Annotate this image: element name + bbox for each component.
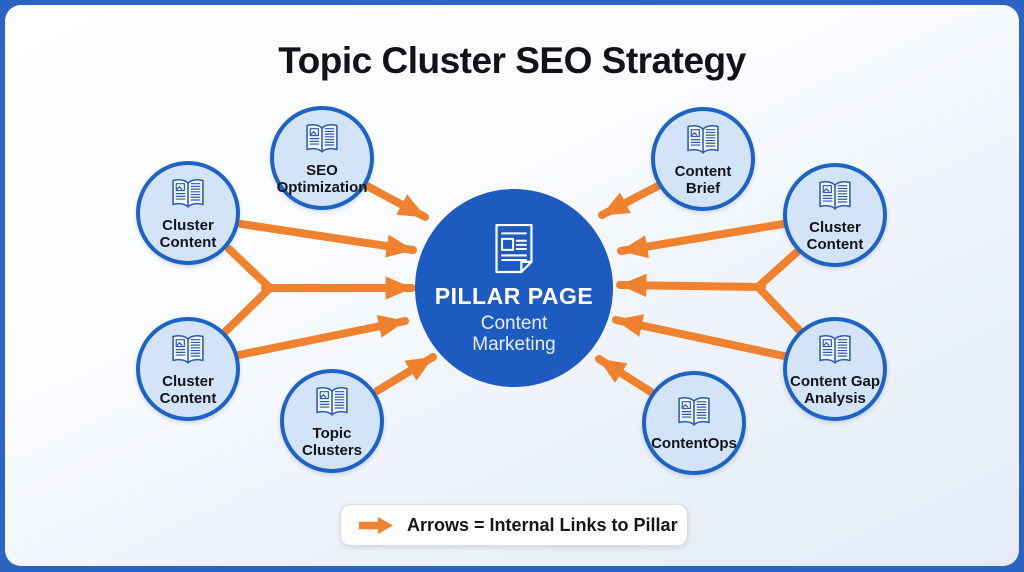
arrow-right-icon	[357, 515, 395, 536]
node-label: Cluster Content	[159, 216, 217, 251]
open-book-icon	[813, 178, 857, 216]
node-content-gap-analysis: Content Gap Analysis	[783, 317, 887, 421]
open-book-icon	[300, 121, 344, 159]
open-book-icon	[681, 122, 725, 160]
node-contentops: ContentOps	[642, 371, 746, 475]
node-label: SEO Optimization	[276, 161, 368, 196]
open-book-icon	[813, 332, 857, 370]
open-book-icon	[672, 394, 716, 432]
node-topic-clusters: Topic Clusters	[280, 369, 384, 473]
node-cluster-content-bottom-left: Cluster Content	[136, 317, 240, 421]
legend-text: Arrows = Internal Links to Pillar	[407, 514, 678, 535]
open-book-icon	[166, 176, 210, 214]
node-content-brief: Content Brief	[651, 107, 755, 211]
node-label: Cluster Content	[159, 372, 217, 407]
node-label: Content Brief	[674, 162, 732, 197]
open-book-icon	[166, 332, 210, 370]
document-page-icon	[491, 222, 537, 276]
node-cluster-content-right: Cluster Content	[783, 163, 887, 267]
node-label: ContentOps	[651, 435, 737, 452]
page-title: Topic Cluster SEO Strategy	[278, 40, 746, 81]
right-arrows-group	[595, 182, 803, 396]
node-seo-optimization: SEO Optimization	[270, 106, 374, 210]
legend: Arrows = Internal Links to Pillar	[340, 504, 688, 546]
pillar-title: PILLAR PAGE	[434, 282, 594, 309]
pillar-subtitle: Content Marketing	[472, 312, 556, 355]
node-label: Topic Clusters	[301, 424, 363, 459]
pillar-page-node: PILLAR PAGE Content Marketing	[415, 189, 613, 387]
left-arrows-group	[222, 182, 437, 395]
node-cluster-content-top-left: Cluster Content	[136, 161, 240, 265]
node-label: Cluster Content	[806, 218, 864, 253]
open-book-icon	[310, 384, 354, 422]
node-label: Content Gap Analysis	[790, 372, 880, 407]
